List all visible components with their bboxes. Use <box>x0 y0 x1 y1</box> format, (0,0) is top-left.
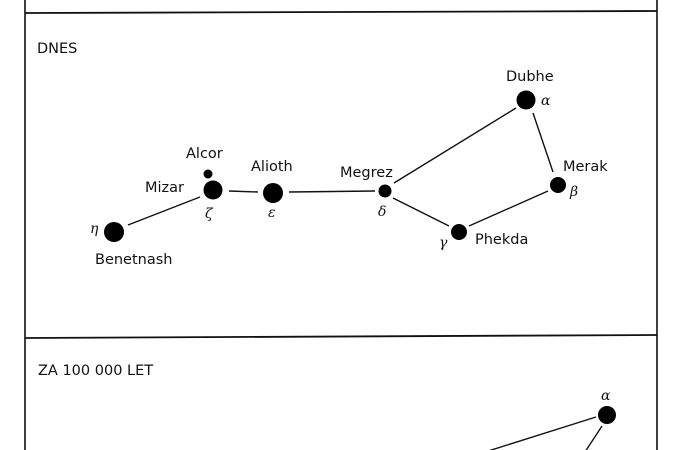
label-alioth: Alioth <box>251 159 293 175</box>
label-dubhe: Dubhe <box>506 69 554 85</box>
greek-eta: η <box>90 221 99 237</box>
greek-zeta: ζ <box>205 206 214 222</box>
greek-beta: β <box>569 184 578 200</box>
star-alioth <box>263 183 283 203</box>
star-merak <box>550 177 566 193</box>
greek-gamma: γ <box>439 235 448 251</box>
label-phekda: Phekda <box>475 232 528 248</box>
star-benetnash <box>104 222 124 242</box>
future-greek-alpha: α <box>601 388 611 404</box>
future-line-1 <box>489 416 597 450</box>
greek-delta: δ <box>378 204 386 220</box>
label-mizar: Mizar <box>145 180 184 196</box>
greek-epsilon: ε <box>268 205 276 221</box>
star-megrez <box>378 184 392 198</box>
star-dubhe <box>516 90 536 110</box>
star-alcor <box>203 169 213 179</box>
future-line-2 <box>585 425 603 450</box>
star-mizar <box>203 180 223 200</box>
greek-alpha: α <box>541 93 551 109</box>
label-merak: Merak <box>563 159 608 175</box>
panel-title-future: ZA 100 000 LET <box>38 363 153 379</box>
divider-top <box>24 10 658 14</box>
star-phekda <box>451 224 467 240</box>
label-megrez: Megrez <box>340 165 393 181</box>
panel-title-today: DNES <box>37 41 77 57</box>
divider-middle <box>24 334 658 339</box>
label-alcor: Alcor <box>186 146 223 162</box>
constellation-lines <box>127 107 554 227</box>
label-benetnash: Benetnash <box>95 252 172 268</box>
future-star-alpha <box>598 406 616 424</box>
